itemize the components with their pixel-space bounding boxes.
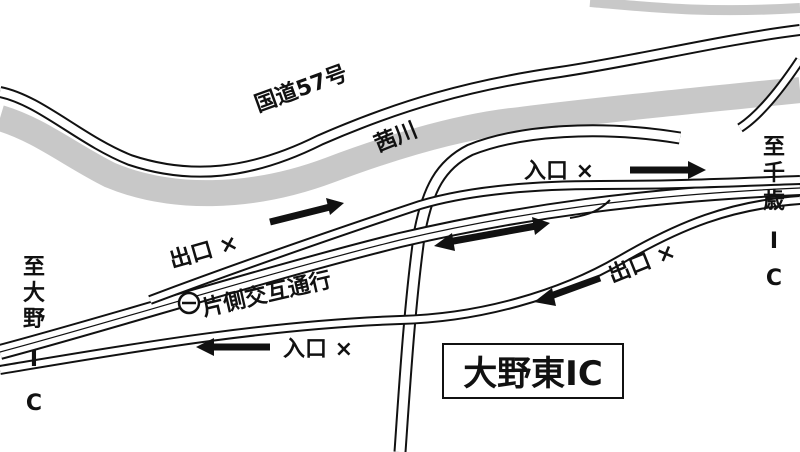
river-upper-shade [589,0,800,16]
ic-name-box [442,343,624,399]
destination-left-char: 野 [23,307,45,332]
arrow-icon-lower-left [196,338,270,356]
destination-left-char: 大 [23,281,45,306]
arrow-icon-two-way [434,217,550,251]
destination-left: 至 大 野 I C [23,255,45,416]
destination-right-char: 千 [763,161,785,186]
arrow-icon-upper-left [269,198,344,226]
destination-right: 至 千 歳 I C [763,135,785,291]
ramp-upper-right-label: 入口 × [524,159,594,184]
destination-right-char: 至 [763,135,785,160]
destination-right-char: I [770,229,778,254]
river [0,77,800,207]
destination-left-char: C [26,391,42,416]
destination-right-char: 歳 [763,189,785,214]
destination-right-char: C [766,266,782,291]
service-line [569,199,611,219]
destination-left-char: I [30,347,38,372]
destination-left-char: 至 [23,255,45,280]
arrow-icon-upper-right [630,161,706,179]
ramp-lower-left-label: 入口 × [283,337,353,362]
interchange-name: 大野東IC [463,354,603,394]
circle-minus-icon [177,291,201,315]
arrow-icon-lower-right [534,274,602,306]
